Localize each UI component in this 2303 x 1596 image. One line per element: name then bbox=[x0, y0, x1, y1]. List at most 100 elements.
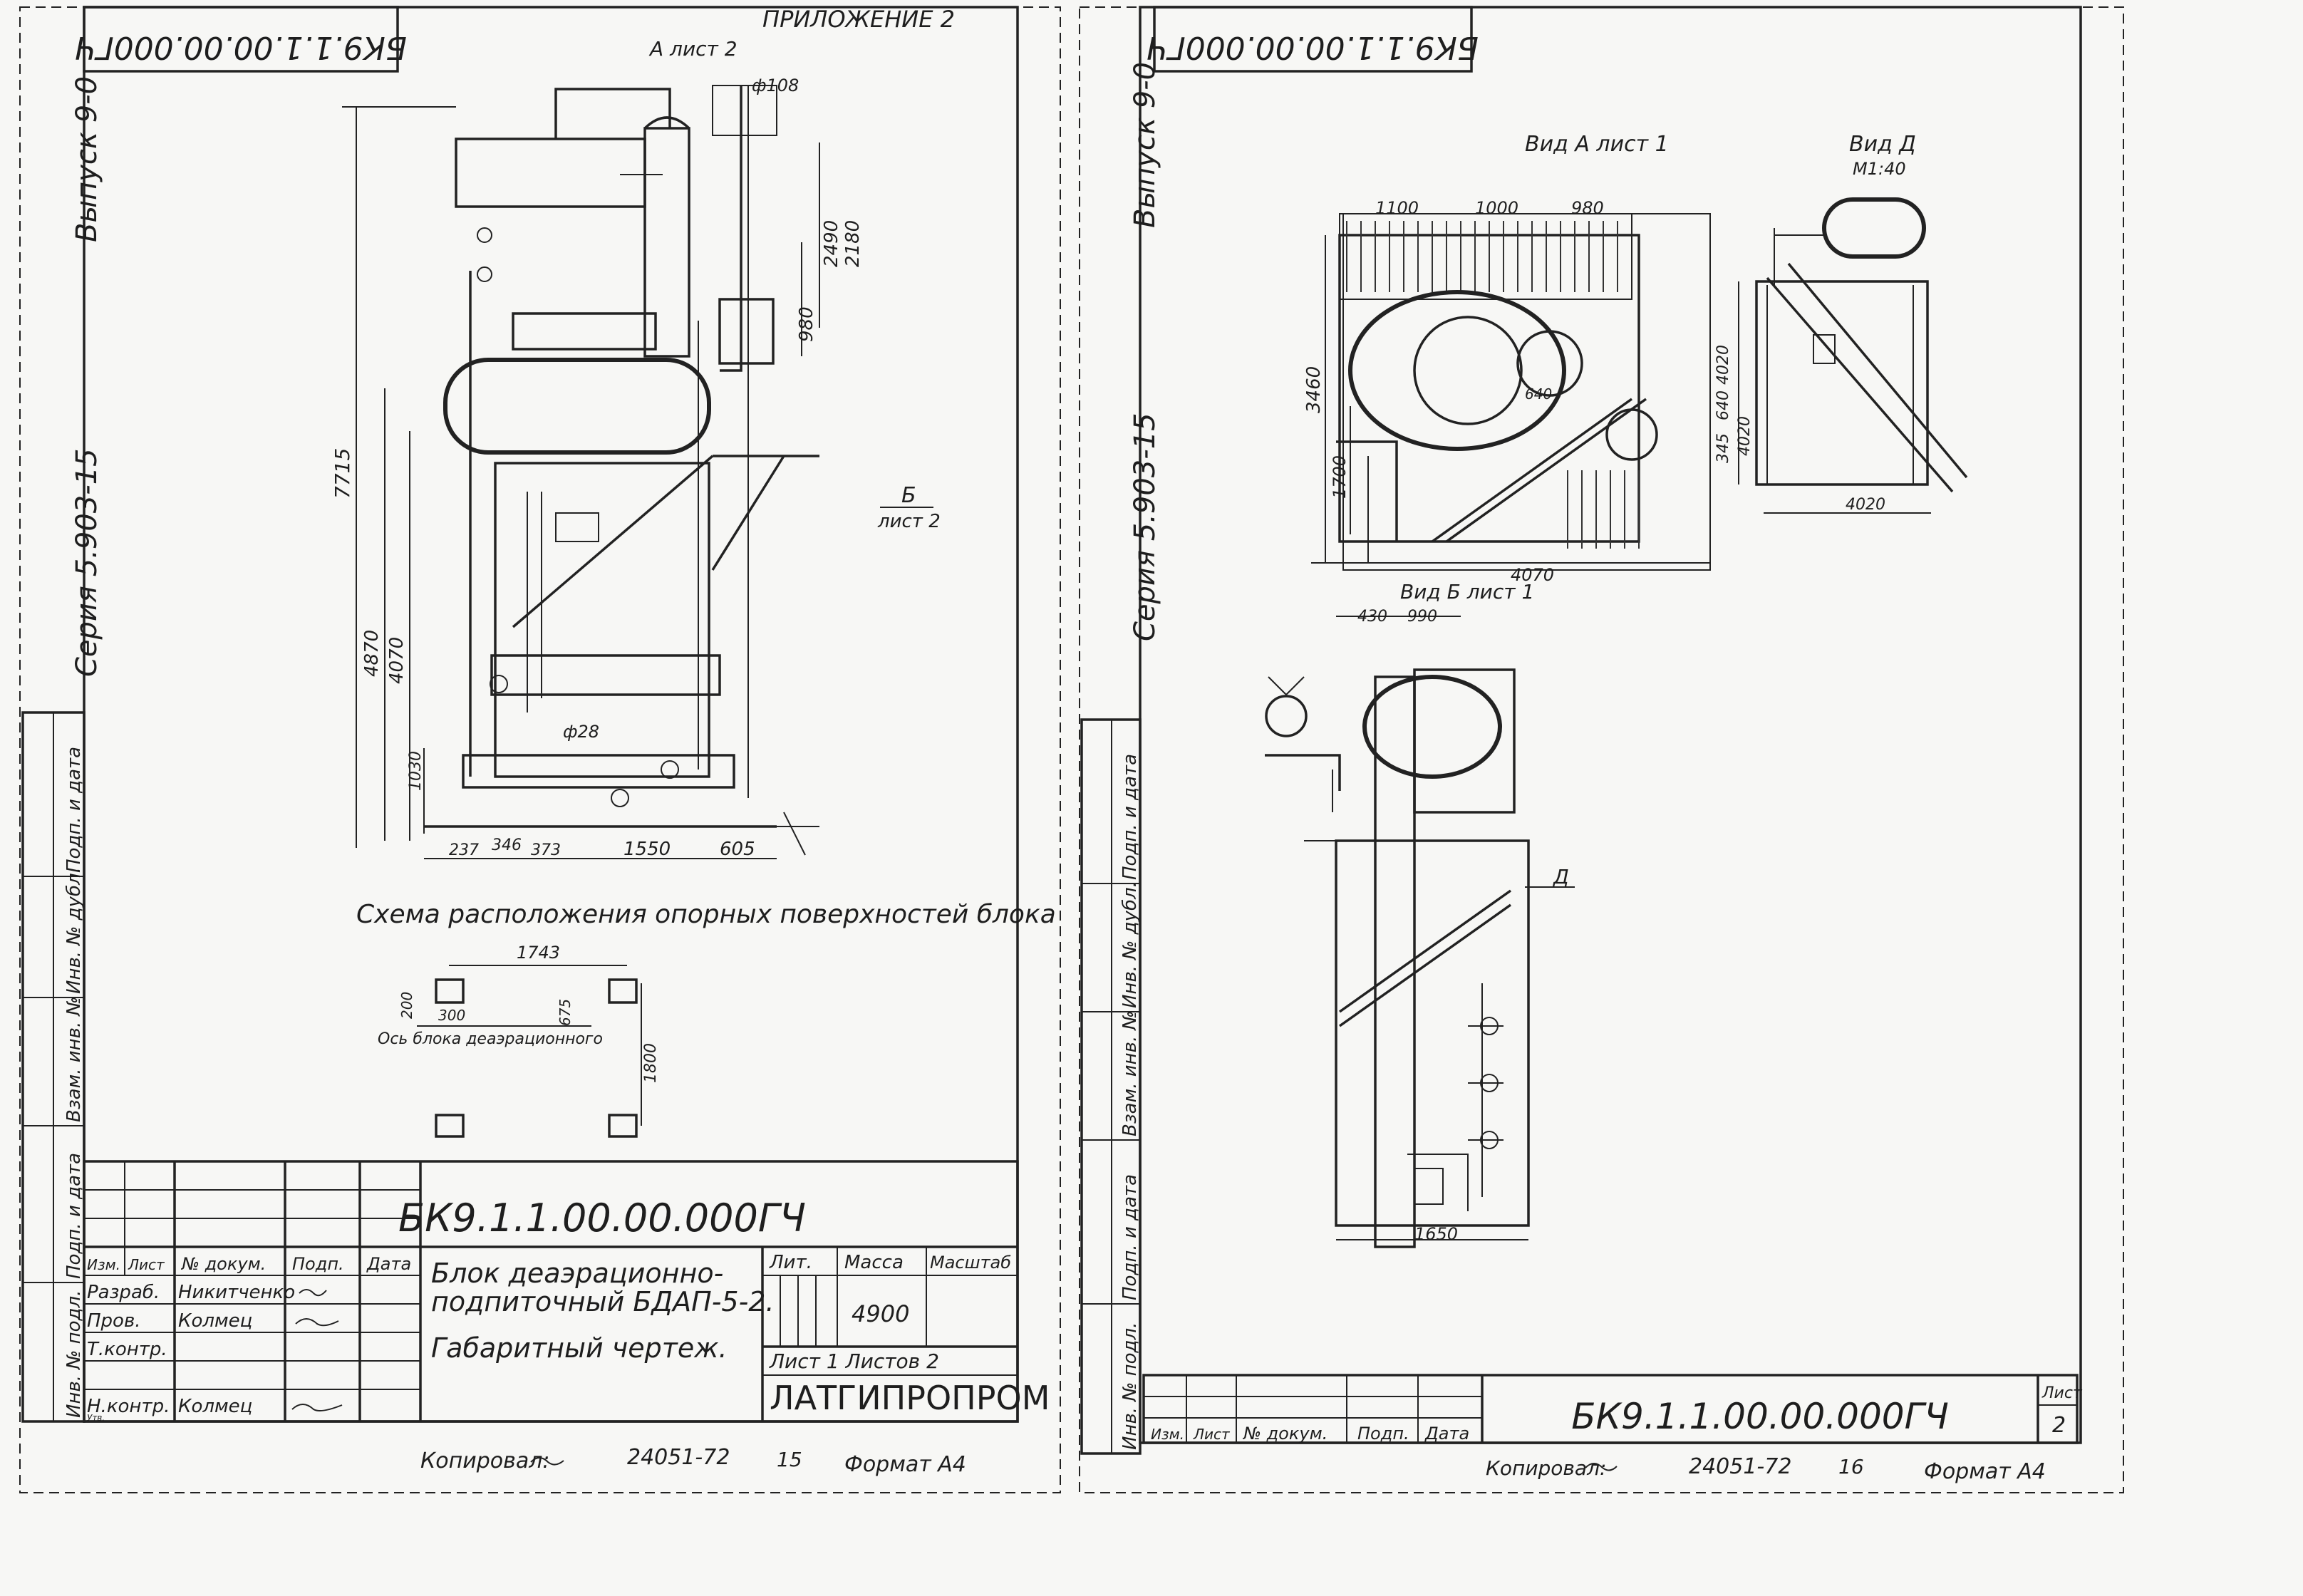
hdr-doc: № докум. bbox=[180, 1254, 266, 1274]
side-strip-1-label-1: Подп. и дата bbox=[63, 747, 85, 873]
dim-990: 990 bbox=[1407, 608, 1437, 626]
side-strip-2-label-4: Подп. и дата bbox=[1119, 1174, 1141, 1300]
dim-675: 675 bbox=[557, 999, 574, 1026]
role-5: Н.контр. bbox=[87, 1396, 170, 1417]
dim-1800: 1800 bbox=[642, 1043, 660, 1083]
sheet-1-appendix: ПРИЛОЖЕНИЕ 2 bbox=[762, 6, 955, 33]
dim-430: 430 bbox=[1357, 608, 1387, 626]
sheet-1-order: 24051-72 bbox=[627, 1445, 730, 1470]
view-a-drawing bbox=[1311, 213, 1711, 571]
view-b-title: Вид Б лист 1 bbox=[1400, 580, 1534, 603]
view-b-drawing bbox=[1265, 616, 1575, 1248]
dim-1743: 1743 bbox=[517, 943, 560, 963]
dim-2180: 2180 bbox=[842, 220, 864, 267]
top-tank bbox=[455, 138, 646, 208]
view-a-dimensions: 1100 1000 980 3460 1700 640 345 640 4020… bbox=[1303, 198, 1732, 585]
side-strip-1-label-5: Инв. № подл. bbox=[63, 1290, 85, 1418]
dim-1650: 1650 bbox=[1414, 1224, 1458, 1244]
dim-d108: ф108 bbox=[752, 76, 799, 95]
dim-980: 980 bbox=[796, 306, 817, 342]
side-strip-1-label-3: Взам. инв. № bbox=[63, 996, 85, 1122]
role-3: Т.контр. bbox=[87, 1339, 167, 1360]
dim-1000: 1000 bbox=[1475, 198, 1518, 218]
sheet-2-issue-label: Выпуск 9-0 bbox=[1129, 62, 1161, 228]
dim-1550: 1550 bbox=[623, 839, 671, 860]
dim-373: 373 bbox=[531, 841, 561, 859]
copied-signature-2 bbox=[1585, 1463, 1618, 1471]
copied-signature-1 bbox=[530, 1457, 564, 1466]
arrow-d-label: Д bbox=[1552, 865, 1569, 888]
hdr2-date: Дата bbox=[1424, 1424, 1469, 1444]
supports-caption: Схема расположения опорных поверхностей … bbox=[356, 900, 1056, 929]
dim-4870: 4870 bbox=[361, 630, 383, 677]
axis-caption: Ось блока деаэрационного bbox=[378, 1030, 603, 1048]
small-vessel bbox=[718, 298, 775, 365]
sheet-1-series-label: Серия 5.903-15 bbox=[71, 448, 103, 677]
view-a-title: Вид А лист 1 bbox=[1525, 132, 1669, 157]
side-strip-1-label-2: Инв. № дубл. bbox=[63, 867, 85, 994]
dim-1030: 1030 bbox=[407, 751, 425, 791]
name-5: Колмец bbox=[178, 1396, 252, 1417]
col-mass: Масса bbox=[844, 1252, 904, 1273]
sheet-2-top-stamp: БК9.1.1.00.00.000ГЧ bbox=[1147, 29, 1479, 66]
sheet-2-title-block: Изм. Лист № докум. Подп. Дата БК9.1.1.00… bbox=[1142, 1374, 2083, 1444]
dim-345: 345 bbox=[1714, 433, 1732, 463]
side-strip-2-label-5: Инв. № подл. bbox=[1119, 1322, 1141, 1450]
sheet-1-issue-label: Выпуск 9-0 bbox=[71, 76, 103, 242]
sheet-1-page-number: 15 bbox=[777, 1448, 802, 1471]
sheet-2-copied: Копировал: bbox=[1486, 1456, 1606, 1480]
dim-d28: ф28 bbox=[563, 722, 599, 742]
dim-4070-b: 4070 bbox=[1511, 565, 1554, 585]
dim-4020-b: 4020 bbox=[1736, 416, 1754, 456]
sheet-1-copied: Копировал: bbox=[420, 1449, 550, 1473]
sheet-1-title-block: БК9.1.1.00.00.000ГЧ Блок деаэрационно- п… bbox=[83, 1160, 1050, 1423]
title-name-line-2: подпиточный БДАП-5-2. bbox=[431, 1286, 775, 1317]
dim-1100: 1100 bbox=[1375, 198, 1419, 218]
dim-3460: 3460 bbox=[1303, 366, 1325, 413]
hdr2-izm: Изм. bbox=[1151, 1426, 1184, 1443]
view-d-scale: М1:40 bbox=[1853, 159, 1906, 179]
dim-237: 237 bbox=[449, 841, 479, 859]
dim-346: 346 bbox=[492, 836, 522, 854]
sheet-2: БК9.1.1.00.00.000ГЧ Выпуск 9-0 Серия 5.9… bbox=[1079, 6, 2124, 1493]
supports-scheme: 1743 200 300 675 1800 Ось блока деаэраци… bbox=[378, 943, 660, 1138]
sheet-2-doc-code: БК9.1.1.00.00.000ГЧ bbox=[1571, 1396, 1949, 1437]
hdr-date: Дата bbox=[366, 1254, 411, 1274]
sheet-2-frame bbox=[1139, 6, 2082, 1444]
hdr2-list: Лист bbox=[1193, 1426, 1231, 1443]
mass-value: 4900 bbox=[852, 1300, 909, 1327]
signature-1 bbox=[299, 1289, 327, 1297]
sheet-2-order: 24051-72 bbox=[1689, 1454, 1791, 1479]
sheet-info: Лист 1 Листов 2 bbox=[769, 1349, 939, 1373]
sheet-1-side-strip-labels: Подп. и дата Инв. № дубл. Взам. инв. № П… bbox=[23, 747, 85, 1418]
col-lit: Лит. bbox=[769, 1252, 812, 1273]
sheet-2-page-number: 16 bbox=[1838, 1455, 1864, 1478]
sheet-2-outer-border bbox=[1079, 6, 2124, 1493]
role-6: Утв. bbox=[87, 1413, 105, 1423]
dim-d-width: 4020 bbox=[1846, 496, 1885, 514]
deaerator-column bbox=[643, 127, 690, 358]
hdr-list: Лист bbox=[128, 1256, 165, 1273]
title-doc-type: Габаритный чертеж. bbox=[431, 1332, 728, 1364]
signature-2 bbox=[295, 1318, 339, 1327]
dim-200: 200 bbox=[398, 992, 415, 1019]
sheet-1-format: Формат А4 bbox=[844, 1452, 966, 1477]
hdr2-doc: № докум. bbox=[1242, 1424, 1328, 1444]
heat-exchanger-upper bbox=[512, 312, 657, 351]
dim-980-b: 980 bbox=[1571, 198, 1604, 218]
sheet-2-format: Формат А4 bbox=[1924, 1459, 2046, 1484]
sheet-1-top-stamp-box bbox=[83, 6, 399, 73]
sheet-2-top-stamp-box bbox=[1153, 6, 1473, 73]
view-b-frame bbox=[1335, 839, 1530, 1227]
side-strip-2-label-2: Инв. № дубл. bbox=[1119, 881, 1141, 1008]
dim-4070: 4070 bbox=[386, 637, 408, 684]
sheet-1-top-stamp: БК9.1.1.00.00.000ГЧ bbox=[75, 29, 407, 66]
dim-7715: 7715 bbox=[331, 448, 354, 499]
name-2: Колмец bbox=[178, 1310, 252, 1332]
pump-row bbox=[462, 754, 735, 789]
dim-2490: 2490 bbox=[821, 220, 842, 267]
dim-4020: 4020 bbox=[1714, 345, 1732, 385]
sheet-2-side-strip-labels: Подп. и дата Инв. № дубл. Взам. инв. № П… bbox=[1082, 754, 1141, 1450]
role-2: Пров. bbox=[87, 1310, 141, 1332]
